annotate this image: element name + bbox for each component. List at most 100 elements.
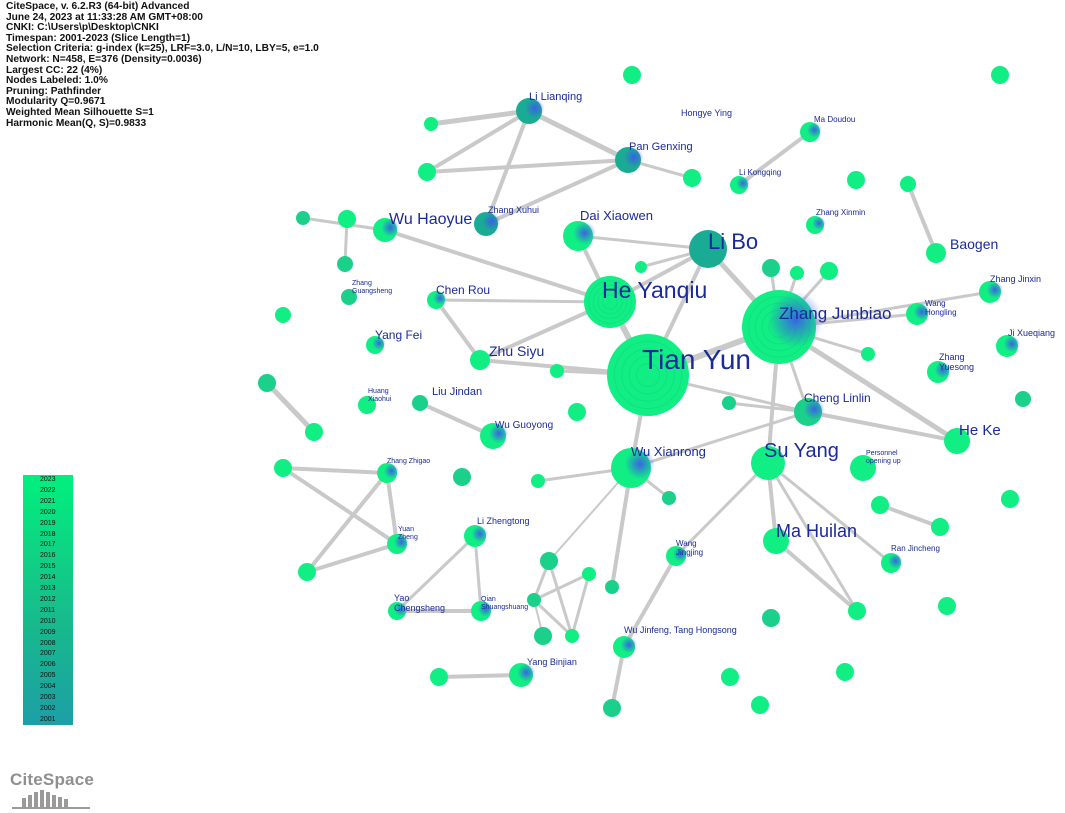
network-edge: [305, 542, 399, 574]
legend-year: 2016: [40, 552, 56, 560]
network-node: [722, 396, 736, 410]
burst-glow: [372, 336, 386, 350]
node-label-baogen: Baogen: [950, 236, 998, 252]
node-label-li-kongqing: Li Kongqing: [739, 168, 781, 177]
network-node: [424, 117, 438, 131]
node-label-zhu-siyu: Zhu Siyu: [489, 343, 544, 359]
legend-year: 2012: [40, 595, 56, 603]
network-node: [847, 171, 865, 189]
node-label-he-ke: He Ke: [959, 422, 1001, 439]
network-node: [258, 374, 276, 392]
network-edge: [766, 461, 859, 613]
burst-glow: [673, 546, 688, 562]
burst-glow: [913, 303, 931, 321]
info-line: Harmonic Mean(Q, S)=0.9833: [6, 117, 147, 129]
network-node: [565, 629, 579, 643]
node-label-ran-jincheng: Ran Jincheng: [891, 544, 940, 553]
burst-glow: [525, 98, 545, 119]
legend-year: 2023: [40, 476, 56, 483]
network-edge: [737, 130, 812, 187]
burst-glow: [489, 423, 509, 444]
network-node: [275, 307, 291, 323]
burst-glow: [433, 291, 447, 305]
run-info-panel: CiteSpace, v. 6.2.R3 (64-bit) Advanced J…: [6, 1, 319, 129]
network-edge: [674, 461, 770, 558]
network-node: [582, 567, 596, 581]
burst-glow: [394, 602, 408, 616]
burst-glow: [394, 534, 409, 550]
burst-glow: [517, 663, 536, 682]
node-ring: [602, 294, 618, 310]
legend-year: 2007: [40, 650, 56, 658]
network-node: [861, 347, 875, 361]
node-ring: [588, 280, 632, 324]
network-node: [540, 552, 558, 570]
node-label-zhang-jinxin: Zhang Jinxin: [990, 274, 1041, 284]
burst-glow: [384, 463, 399, 479]
node-tian-yun: [607, 334, 689, 416]
network-edge: [434, 298, 482, 362]
network-node: [871, 496, 889, 514]
node-label-yang-fei: Yang Fei: [375, 328, 422, 342]
burst-glow: [381, 218, 400, 237]
burst-glow: [934, 361, 952, 379]
node-ring: [592, 284, 628, 320]
network-node: [836, 663, 854, 681]
network-edge: [418, 401, 495, 438]
network-edge: [425, 158, 630, 174]
info-line: Weighted Mean Silhouette S=1: [6, 106, 154, 118]
node-label-zhang-yuesong: Yuesong: [939, 362, 974, 372]
burst-glow: [573, 221, 596, 245]
node-zhu-siyu: [470, 350, 490, 370]
network-edge: [766, 461, 893, 565]
network-edge: [532, 598, 574, 638]
legend-year: 2021: [40, 497, 56, 505]
network-node: [900, 176, 916, 192]
network-edge: [774, 539, 859, 613]
node-label-qian-shuangshuang: Qian: [481, 596, 496, 603]
network-edge: [806, 410, 959, 443]
node-label-zhang-zhigao: Zhang Zhigao: [387, 458, 430, 465]
node-label-zhang-guangsheng: Guangsheng: [352, 288, 392, 295]
burst-glow: [888, 553, 903, 569]
network-edge: [548, 467, 632, 562]
legend-year: 2009: [40, 628, 56, 636]
network-node: [790, 266, 804, 280]
network-node: [662, 491, 676, 505]
node-label-yuan-zheng: Yuan: [398, 526, 414, 533]
node-ring: [636, 363, 660, 387]
node-ma-huilan: [763, 528, 789, 554]
network-edge: [264, 380, 317, 435]
burst-glow: [803, 398, 825, 420]
network-edge: [570, 572, 591, 638]
node-label-yao-chengsheng: Chengsheng: [394, 603, 445, 613]
node-label-yang-binjian: Yang Binjian: [527, 657, 577, 667]
burst-glow: [482, 212, 501, 231]
node-label-ma-huilan: Ma Huilan: [776, 521, 857, 541]
network-node: [418, 163, 436, 181]
node-label-wang-jingjing: Wang: [676, 539, 697, 548]
node-label-wu-xianrong: Wu Xianrong: [631, 444, 706, 459]
node-label-qian-shuangshuang: Shuangshuang: [481, 604, 528, 611]
node-liu-jindan: [412, 395, 428, 411]
legend-year: 2006: [40, 661, 56, 669]
node-label-wu-guoyong: Wu Guoyong: [495, 420, 553, 431]
network-edge: [484, 158, 630, 226]
legend-year: 2002: [40, 704, 56, 712]
node-ring: [621, 348, 675, 402]
node-baogen: [926, 243, 946, 263]
node-ring: [597, 289, 623, 315]
legend-year: 2001: [40, 715, 56, 723]
node-label-he-yanqiu: He Yanqiu: [602, 277, 707, 303]
info-line: Timespan: 2001-2023 (Slice Length=1): [6, 32, 191, 44]
info-line: Largest CC: 22 (4%): [6, 64, 103, 76]
node-he-ke: [944, 428, 970, 454]
burst-glow: [471, 525, 489, 543]
network-node: [298, 563, 316, 581]
info-line: Modularity Q=0.9671: [6, 96, 106, 108]
node-personnel: [850, 455, 876, 481]
network-edge: [395, 534, 477, 613]
legend-year: 2013: [40, 585, 56, 592]
legend-year: 2003: [40, 694, 56, 701]
